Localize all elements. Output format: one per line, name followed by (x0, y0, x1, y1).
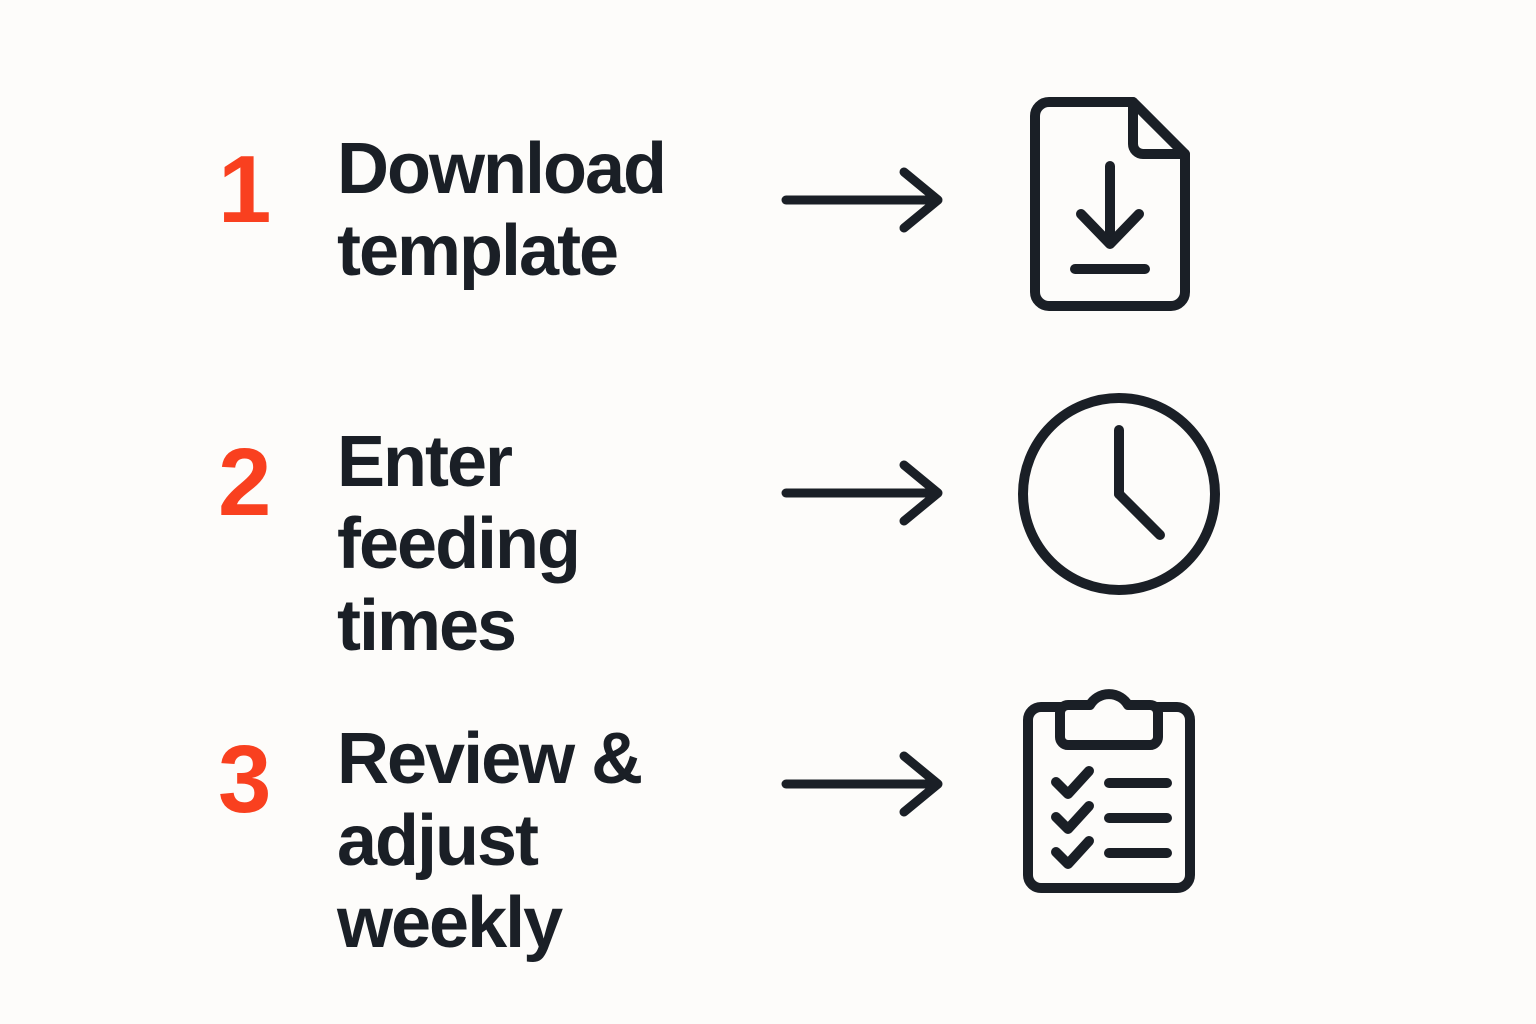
arrow-right-icon (781, 164, 952, 236)
step-number-2: 2 (218, 429, 271, 536)
arrow-right-icon (781, 457, 952, 529)
document-download-icon (1015, 94, 1205, 314)
clock-icon (1015, 390, 1225, 600)
step-row: 2 Enter feeding times (0, 393, 1536, 666)
step-label-1: Download template (337, 129, 667, 291)
step-row: 1 Download template (0, 97, 1536, 311)
arrow-right-icon (781, 748, 952, 820)
clipboard-checklist-icon (1015, 689, 1215, 900)
step-row: 3 Review & adjust weekly (0, 689, 1536, 963)
step-label-3: Review & adjust weekly (337, 719, 643, 963)
step-number-3: 3 (218, 726, 271, 833)
step-label-2: Enter feeding times (337, 422, 581, 666)
step-number-1: 1 (218, 136, 271, 243)
